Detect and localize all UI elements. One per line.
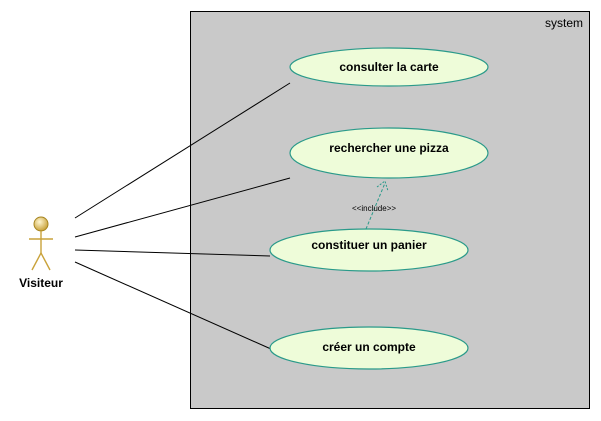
use-case-constituer[interactable]: constituer un panier <box>269 228 469 272</box>
system-label: system <box>544 16 583 30</box>
use-case-label: rechercher une pizza <box>329 141 449 155</box>
stick-figure-actor-icon <box>29 216 53 271</box>
use-case-consulter[interactable]: consulter la carte <box>289 47 489 87</box>
use-case-ellipse <box>269 228 469 272</box>
actor-label: Visiteur <box>19 276 63 290</box>
use-case-ellipse <box>289 47 489 87</box>
association-creer <box>74 261 272 350</box>
use-case-rechercher[interactable]: rechercher une pizza <box>289 127 489 179</box>
use-case-label: consulter la carte <box>339 60 439 74</box>
association-consulter <box>74 82 291 219</box>
include-dependency <box>365 182 386 230</box>
association-rechercher <box>74 177 291 238</box>
use-case-label: créer un compte <box>322 340 416 354</box>
include-label: <<include>> <box>352 204 396 213</box>
use-case-ellipse <box>289 127 489 179</box>
use-case-ellipse <box>269 326 469 370</box>
actor-visiteur[interactable]: Visiteur <box>19 216 63 290</box>
association-constituer <box>74 249 271 257</box>
use-case-creer[interactable]: créer un compte <box>269 326 469 370</box>
use-case-label: constituer un panier <box>311 238 427 252</box>
